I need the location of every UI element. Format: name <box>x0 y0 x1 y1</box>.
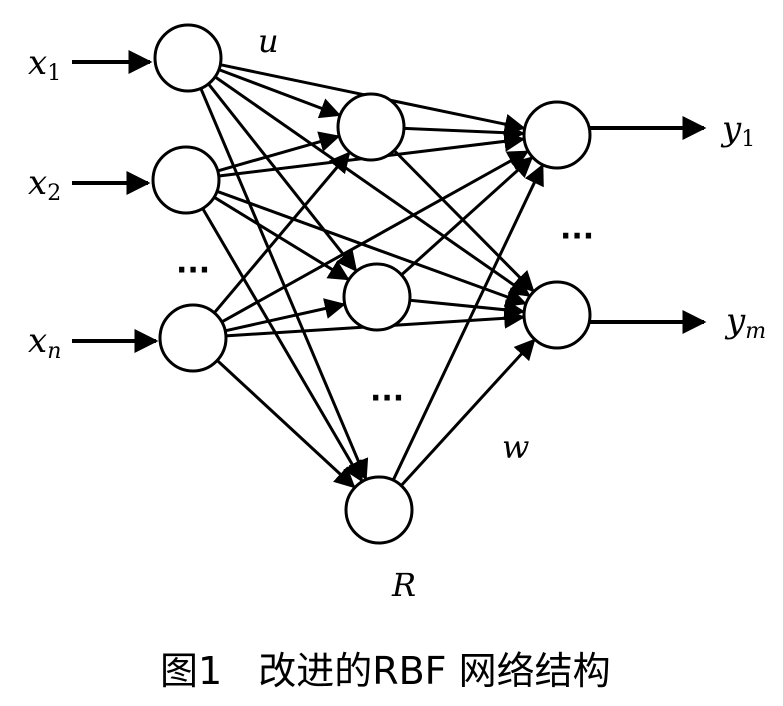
input-node-1 <box>153 23 223 93</box>
edge-input-2-output-2 <box>216 189 527 307</box>
input-label-x1: x1 <box>28 43 61 86</box>
hidden-node-1 <box>336 92 406 162</box>
edge-hidden-3-output-2 <box>400 338 536 487</box>
edge-input-1-hidden-1 <box>218 68 342 119</box>
hidden-node-2 <box>342 262 412 332</box>
input-ellipsis: ··· <box>176 253 210 288</box>
output-label-ym: ym <box>724 301 766 344</box>
input-label-xn: xn <box>28 321 61 364</box>
edge-input-1-hidden-2 <box>207 82 358 272</box>
edge-input-2-hidden-2 <box>213 195 350 281</box>
edge-input-1-hidden-3 <box>199 87 369 481</box>
edge-input-2-hidden-3 <box>201 207 364 483</box>
hidden-node-3 <box>344 475 414 545</box>
edge-hidden-2-output-2 <box>409 298 526 321</box>
edge-input-3-hidden-3 <box>216 359 356 489</box>
weight-label-w: w <box>502 428 529 466</box>
edge-input-1-output-2 <box>214 75 531 297</box>
output-ellipsis: ··· <box>560 219 594 254</box>
hidden-ellipsis: ··· <box>370 381 404 416</box>
input-arrows <box>72 50 159 353</box>
input-node-3 <box>158 303 228 373</box>
edge-hidden-2-output-1 <box>400 156 534 277</box>
edge-hidden-1-output-1 <box>403 122 526 144</box>
output-arrows <box>590 116 707 334</box>
output-node-2 <box>522 280 592 350</box>
edge-input-3-hidden-1 <box>213 151 351 314</box>
hidden-layer-label-r: R <box>391 566 416 604</box>
connection-edges <box>199 63 544 489</box>
edge-input-3-hidden-2 <box>224 298 346 333</box>
weight-label-u: u <box>258 22 279 60</box>
output-label-y1: y1 <box>720 109 755 152</box>
edge-hidden-3-output-1 <box>391 163 544 481</box>
input-label-x2: x2 <box>28 163 61 206</box>
input-node-2 <box>151 145 221 215</box>
edge-input-3-output-1 <box>221 150 530 324</box>
network-nodes <box>151 23 592 545</box>
edge-input-2-hidden-1 <box>217 131 341 173</box>
output-node-1 <box>522 100 592 170</box>
